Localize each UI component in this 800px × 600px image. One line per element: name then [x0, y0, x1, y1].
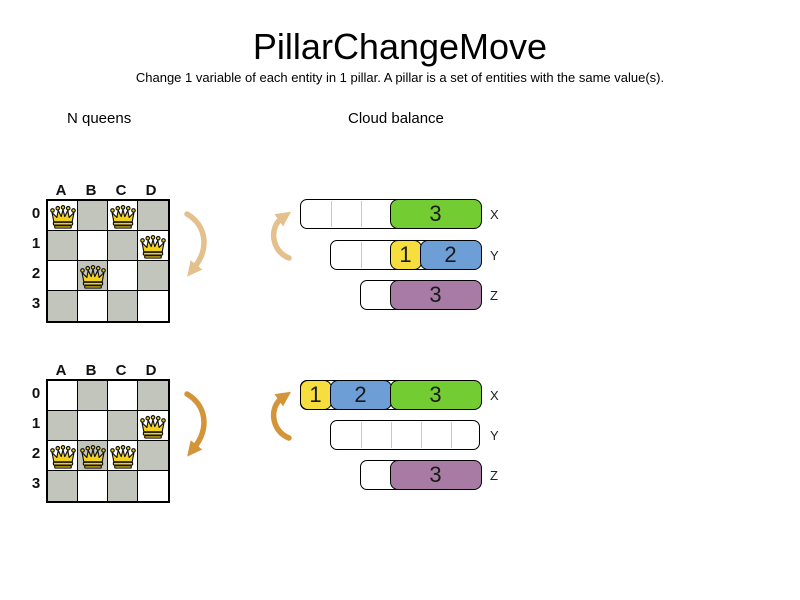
board-after-cell-D2 [138, 441, 168, 471]
board-after-cell-B3 [78, 471, 108, 501]
board-before-cell-D1 [138, 231, 168, 261]
bar-cell-divider [331, 201, 332, 227]
board-after-cell-C1 [108, 411, 138, 441]
board-before-cell-C0 [108, 201, 138, 231]
cloud-before-bar-Z: 3 [360, 279, 482, 310]
cloud-after-move-arrow-icon [262, 390, 302, 446]
board-after-cell-A0 [48, 381, 78, 411]
cloudbalance-heading: Cloud balance [348, 110, 444, 127]
cloud-after-bar-Y [330, 420, 480, 450]
queen-icon [140, 235, 166, 259]
board-before-cell-C2 [108, 261, 138, 291]
cloud-after-bar-X-block-2: 2 [329, 379, 392, 410]
board-before-cell-A0 [48, 201, 78, 231]
board-before-cell-D3 [138, 291, 168, 321]
queen-icon [79, 265, 106, 289]
board-before-col-label-C: C [115, 182, 127, 199]
queen-icon [79, 445, 106, 469]
board-before-col-label-D: D [145, 182, 157, 199]
board-before [46, 199, 170, 323]
cloud-after-bar-label-Y: Y [490, 428, 499, 443]
board-after-col-label-A: A [55, 362, 67, 379]
bar-cell-divider [421, 422, 422, 448]
bar-cell-divider [361, 422, 362, 448]
board-after-row-label-0: 0 [31, 385, 41, 402]
bar-cell-divider [451, 422, 452, 448]
cloud-before-bar-label-Z: Z [490, 288, 498, 303]
board-before-col-label-B: B [85, 182, 97, 199]
cloud-after-bar-label-X: X [490, 388, 499, 403]
board-after-cell-C2 [108, 441, 138, 471]
nqueens-heading: N queens [67, 110, 132, 127]
board-before-row-label-2: 2 [31, 265, 41, 282]
cloud-before-bar-label-Y: Y [490, 248, 499, 263]
board-after-cell-B1 [78, 411, 108, 441]
board-after-col-label-C: C [115, 362, 127, 379]
board-before-row-label-3: 3 [31, 295, 41, 312]
cloud-before-bar-Y-block-2: 2 [419, 239, 482, 270]
board-after-cell-B2 [78, 441, 108, 471]
board-before-cell-B2 [78, 261, 108, 291]
board-before-cell-D2 [138, 261, 168, 291]
cloud-before-bar-label-X: X [490, 207, 499, 222]
queen-icon [109, 445, 136, 469]
board-after-cell-A2 [48, 441, 78, 471]
board-before-cell-C1 [108, 231, 138, 261]
board-before-col-label-A: A [55, 182, 67, 199]
cloud-after-bar-Z-block-3: 3 [389, 459, 482, 490]
board-after [46, 379, 170, 503]
board-before-move-arrow-icon [174, 208, 224, 288]
board-after-cell-D1 [138, 411, 168, 441]
board-before-cell-B0 [78, 201, 108, 231]
board-after-cell-A3 [48, 471, 78, 501]
cloud-before-bar-Y-block-1: 1 [389, 239, 422, 270]
cloud-after-bar-X-block-3: 3 [389, 379, 482, 410]
board-before-cell-A2 [48, 261, 78, 291]
board-after-cell-B0 [78, 381, 108, 411]
cloud-after-bar-label-Z: Z [490, 468, 498, 483]
board-before-cell-D0 [138, 201, 168, 231]
board-after-col-label-D: D [145, 362, 157, 379]
board-after-row-label-2: 2 [31, 445, 41, 462]
bar-cell-divider [361, 242, 362, 268]
board-before-cell-B1 [78, 231, 108, 261]
queen-icon [49, 205, 76, 229]
board-before-cell-B3 [78, 291, 108, 321]
queen-icon [109, 205, 136, 229]
board-after-col-label-B: B [85, 362, 97, 379]
board-before-cell-A3 [48, 291, 78, 321]
cloud-after-bar-Z: 3 [360, 459, 482, 490]
board-after-cell-D0 [138, 381, 168, 411]
page-title: PillarChangeMove [252, 26, 548, 67]
bar-cell-divider [391, 422, 392, 448]
board-before-row-label-1: 1 [31, 235, 41, 252]
cloud-after-bar-X-block-1: 1 [299, 379, 332, 410]
board-before-cell-C3 [108, 291, 138, 321]
board-before-cell-A1 [48, 231, 78, 261]
board-after-row-label-1: 1 [31, 415, 41, 432]
cloud-before-bar-Z-block-3: 3 [389, 279, 482, 310]
queen-icon [49, 445, 76, 469]
board-before-row-label-0: 0 [31, 205, 41, 222]
board-after-move-arrow-icon [174, 388, 224, 468]
board-after-row-label-3: 3 [31, 475, 41, 492]
cloud-before-bar-X: 3 [300, 198, 482, 229]
cloud-before-bar-X-block-3: 3 [389, 198, 482, 229]
page-subtitle: Change 1 variable of each entity in 1 pi… [135, 70, 665, 85]
board-after-cell-C0 [108, 381, 138, 411]
bar-cell-divider [361, 201, 362, 227]
board-after-cell-D3 [138, 471, 168, 501]
cloud-before-move-arrow-icon [262, 210, 302, 266]
queen-icon [140, 415, 166, 439]
board-after-cell-A1 [48, 411, 78, 441]
board-after-cell-C3 [108, 471, 138, 501]
